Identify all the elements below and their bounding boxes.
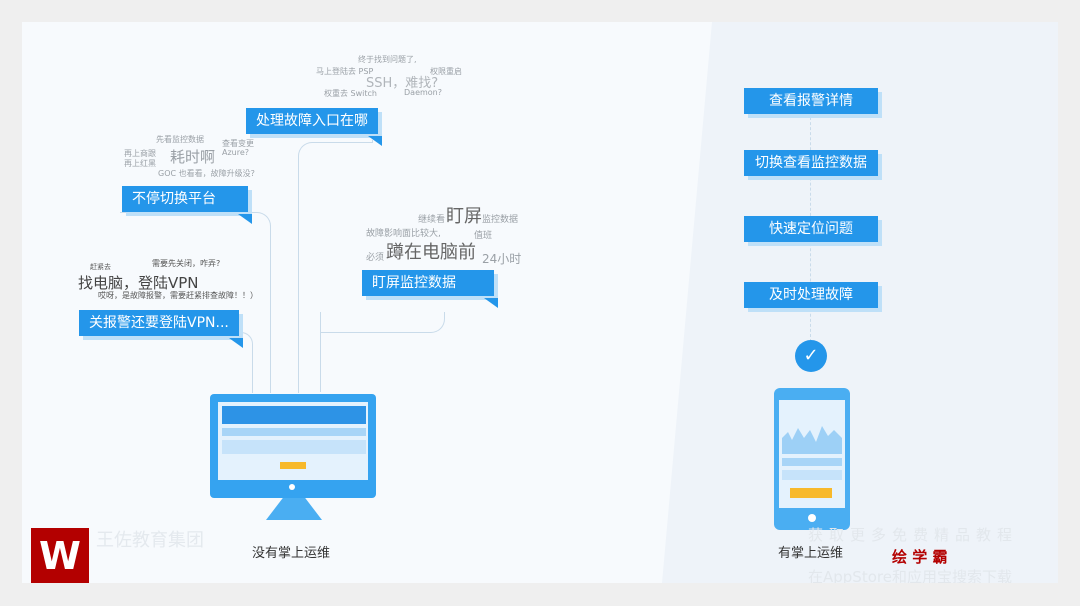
- phone-illustration: [774, 388, 850, 530]
- monitor-stand: [266, 498, 322, 520]
- word: 蹲在电脑前: [386, 242, 476, 263]
- word: 耗时啊: [170, 148, 216, 166]
- word: 24小时: [482, 252, 522, 266]
- connector: [320, 312, 445, 392]
- word: 继续看: [418, 215, 446, 225]
- connector: [120, 212, 271, 393]
- word: 查看变更: [222, 139, 254, 148]
- step-handle-fault: 及时处理故障: [744, 282, 878, 308]
- word: 需要先关闭，咋弄?: [152, 259, 221, 268]
- word: 赶紧去: [90, 263, 111, 271]
- watermark-left: 王佐教育集团: [96, 530, 204, 551]
- step-switch-monitor: 切换查看监控数据: [744, 150, 878, 176]
- callout-vpn: 关报警还要登陆VPN...: [79, 310, 243, 348]
- word: 再上红黑: [124, 159, 156, 168]
- word: 值班: [474, 231, 493, 241]
- watermark-right-bottom: 在AppStore和应用宝搜索下载: [808, 568, 1012, 583]
- callout-fault-entry: 处理故障入口在哪: [246, 108, 382, 146]
- word: 先看监控数据: [156, 135, 204, 144]
- caption-with: 有掌上运维: [778, 546, 844, 561]
- connector: [320, 312, 445, 333]
- word: 盯屏: [446, 206, 482, 227]
- slide: 处理故障入口在哪 不停切换平台 盯屏监控数据 关报警还要登陆VPN... 终于找…: [22, 22, 1058, 583]
- word: 哎呀，是故障报警，需要赶紧排查故障！！）: [98, 291, 258, 300]
- word: 监控数据: [482, 215, 519, 225]
- connector: [298, 142, 373, 393]
- word: Azure?: [222, 148, 250, 157]
- callout-switch-platform: 不停切换平台: [122, 186, 252, 224]
- check-icon: ✓: [795, 340, 827, 372]
- callout-watch-monitor: 盯屏监控数据: [362, 270, 498, 308]
- caption-without: 没有掌上运维: [252, 546, 331, 561]
- connector: [232, 332, 253, 393]
- word: GOC 也看看，故障升级没?: [158, 169, 255, 178]
- word: 马上登陆去 PSP: [316, 67, 374, 76]
- word: 再上商跟: [124, 149, 156, 158]
- word: SSH，难找?: [366, 76, 439, 91]
- watermark-right-top: 获取更多免费精品教程: [808, 526, 1019, 544]
- word: Daemon?: [404, 88, 442, 97]
- word: 找电脑，登陆VPN: [78, 274, 199, 292]
- word: 权限重启: [430, 67, 462, 76]
- word: 故障影响面比较大,: [366, 229, 441, 239]
- monitor-illustration: [210, 394, 376, 498]
- word: 终于找到问题了,: [358, 55, 417, 64]
- word: 必须: [366, 253, 385, 263]
- step-alert-details: 查看报警详情: [744, 88, 878, 114]
- brand-name: 绘 学 霸: [892, 548, 948, 566]
- step-locate-issue: 快速定位问题: [744, 216, 878, 242]
- word: 权重去 Switch: [324, 89, 377, 98]
- logo: W: [31, 528, 89, 583]
